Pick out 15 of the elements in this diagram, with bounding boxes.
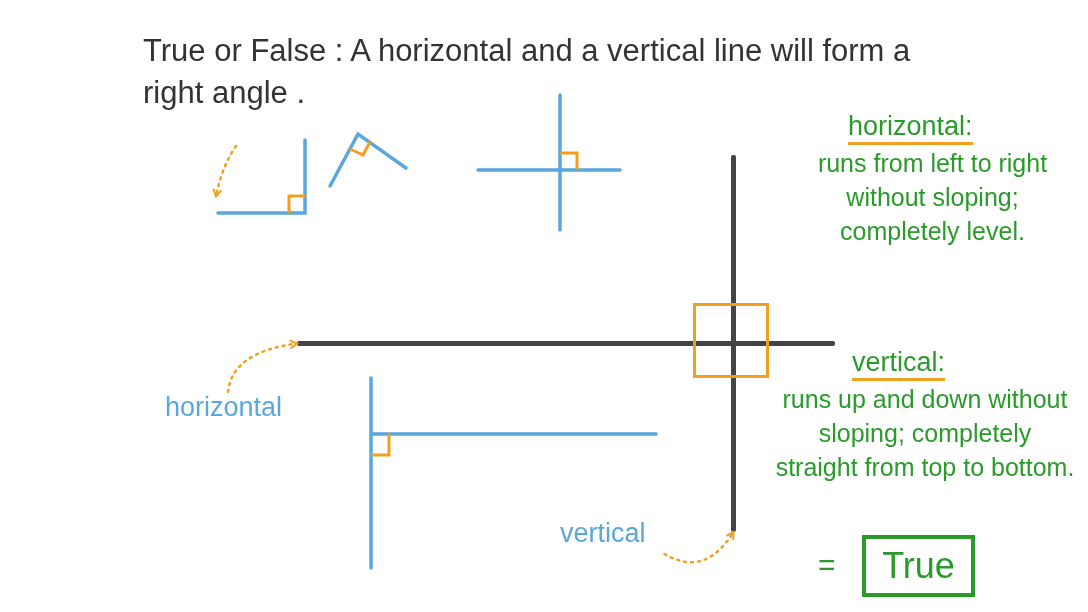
definition-text: runs from left to right without sloping; completely level. [816,148,1049,247]
straight-line [731,155,736,532]
leader-arrow [226,339,299,394]
right-angle-mark [693,303,769,378]
term-heading: vertical: [852,346,946,381]
equals-sign: = [818,548,836,582]
leader-arrow [663,530,735,564]
term-heading: horizontal: [848,110,973,145]
line-label: vertical [560,518,646,549]
leader-arrow [212,144,238,198]
line-label: horizontal [165,392,283,423]
answer-box: True [862,535,975,597]
question-title: True or False : A horizontal and a vertical line will form a right angle . [143,32,912,112]
straight-line [297,341,835,346]
definition-text: runs up and down without sloping; completely straight from top to bottom. [775,384,1075,483]
